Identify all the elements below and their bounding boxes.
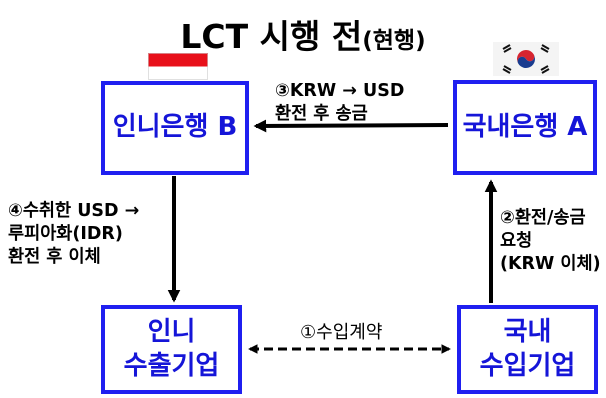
indonesia-bank-b-box: 인니은행 B xyxy=(101,81,249,175)
step2-label: ②환전/송금 요청 (KRW 이체) xyxy=(500,207,601,276)
step3-line1: ③KRW → USD xyxy=(275,81,405,101)
step1-label: ①수입계약 xyxy=(300,321,382,345)
step3-line2: 환전 후 송금 xyxy=(275,104,368,125)
step1-text: ①수입계약 xyxy=(300,322,383,343)
step4-line2: 루피아화(IDR) xyxy=(8,224,123,245)
indonesia-exporter-box: 인니 수출기업 xyxy=(101,305,242,394)
korea-flag-icon xyxy=(493,42,559,76)
step3-label: ③KRW → USD 환전 후 송금 xyxy=(275,80,404,126)
title-sub: (현행) xyxy=(362,28,426,54)
arrow-step3 xyxy=(253,119,449,133)
korea-importer-box: 국내 수입기업 xyxy=(457,305,598,394)
korea-importer-line2: 수입기업 xyxy=(479,350,576,381)
indonesia-exporter-line1: 인니 xyxy=(147,317,196,348)
step4-line1: ④수취한 USD → xyxy=(8,201,140,221)
korea-bank-a-box: 국내은행 A xyxy=(453,80,597,175)
step2-line2: 요청 xyxy=(500,231,533,252)
step4-line3: 환전 후 이체 xyxy=(8,247,101,268)
diagram-title: LCT 시행 전(현행) xyxy=(0,10,606,58)
indonesia-bank-b-label: 인니은행 B xyxy=(112,112,238,143)
indonesia-flag-icon xyxy=(148,53,208,80)
step4-label: ④수취한 USD → 루피아화(IDR) 환전 후 이체 xyxy=(8,200,139,269)
title-main: LCT 시행 전 xyxy=(180,17,363,56)
indonesia-exporter-line2: 수출기업 xyxy=(123,350,220,381)
step2-line3: (KRW 이체) xyxy=(500,254,601,275)
step2-line1: ②환전/송금 xyxy=(500,208,586,228)
korea-bank-a-label: 국내은행 A xyxy=(462,111,588,142)
korea-importer-line1: 국내 xyxy=(503,317,552,348)
